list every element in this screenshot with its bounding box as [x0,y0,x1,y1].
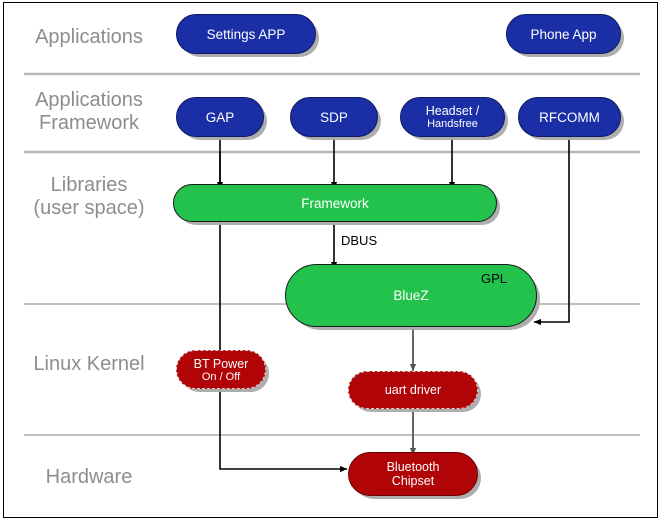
node-headset-label-line1: Headset / [425,104,480,118]
node-bluez-license-tag: GPL [481,271,508,286]
node-phone-app-label: Phone App [530,26,597,42]
node-bt-power-label-line1: BT Power [193,356,249,371]
node-gap-label: GAP [205,109,235,125]
node-bluetooth-chipset[interactable]: Bluetooth Chipset [348,452,478,496]
node-settings-app[interactable]: Settings APP [176,14,316,54]
node-framework-label: Framework [301,195,369,211]
node-bluetooth-chipset-label-line2: Chipset [391,474,435,488]
layer-label-applications: Applications [35,26,143,48]
node-sdp-label: SDP [320,109,348,125]
node-uart-driver[interactable]: uart driver [348,371,478,409]
node-bt-power-label-line2: On / Off [201,370,241,383]
node-framework[interactable]: Framework [173,184,497,222]
edge-label-dbus: DBUS [341,233,378,248]
node-uart-driver-label: uart driver [384,383,442,397]
diagram-border [3,2,658,518]
node-bluez-label: BlueZ [393,288,429,303]
node-phone-app[interactable]: Phone App [506,14,621,54]
node-bluez[interactable]: BlueZ [285,264,537,327]
layer-label-libraries: Libraries (user space) [33,174,145,219]
node-sdp[interactable]: SDP [290,97,378,137]
layer-label-hardware: Hardware [45,466,133,488]
node-settings-app-label: Settings APP [206,26,286,42]
node-gap[interactable]: GAP [176,97,264,137]
node-bt-power[interactable]: BT Power On / Off [176,350,266,389]
layer-label-app-framework: Applications Framework [35,89,143,134]
node-headset-handsfree[interactable]: Headset / Handsfree [400,97,505,137]
node-rfcomm-label: RFCOMM [539,109,600,125]
node-bluetooth-chipset-label-line1: Bluetooth [386,460,440,474]
node-rfcomm[interactable]: RFCOMM [518,97,621,137]
node-headset-label-line2: Handsfree [427,118,478,130]
layer-label-linux-kernel: Linux Kernel [33,353,145,375]
